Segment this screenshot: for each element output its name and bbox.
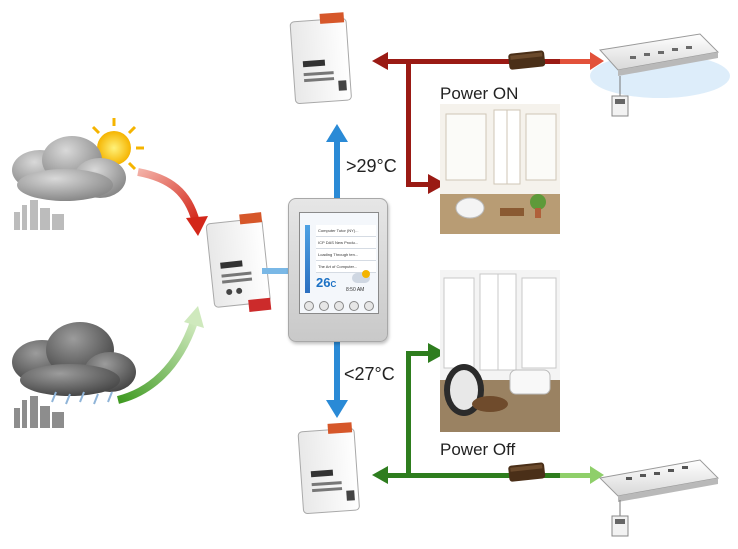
circle-icon (304, 301, 314, 311)
panel-temperature: 26C (316, 275, 337, 290)
weather-icon (352, 273, 370, 283)
rain-to-module-arrow (116, 320, 198, 404)
touch-panel-screen: Computer Tutor (NY)... ICP DAS New Produ… (299, 212, 379, 314)
panel-icon-row (304, 301, 374, 311)
factory-icon (14, 200, 64, 230)
down-arrow (326, 340, 348, 418)
circle-icon (334, 301, 344, 311)
air-conditioner-icon (598, 459, 720, 502)
panel-menu-item: The Art of Computer... (316, 261, 376, 273)
rain-cloud-icon (12, 322, 136, 405)
temp-low-label: <27°C (344, 364, 395, 384)
panel-time: 8:50 AM (346, 287, 365, 293)
power-on-path (372, 52, 604, 194)
sun-cloud-icon (12, 118, 144, 201)
room-photo-off (440, 270, 560, 432)
arrow-head (186, 216, 208, 236)
circle-icon (349, 301, 359, 311)
power-on-label: Power ON (440, 84, 519, 103)
up-arrow (326, 124, 348, 198)
temp-high-label: >29°C (346, 156, 397, 176)
panel-menu-item: ICP DAS New Produ... (316, 237, 376, 249)
touch-panel-icon: Computer Tutor (NY)... ICP DAS New Produ… (288, 198, 388, 342)
io-module-icon (205, 212, 272, 312)
air-conditioner-icon (590, 33, 730, 98)
module-panel-link (262, 268, 292, 274)
relay-icon (508, 462, 546, 482)
io-module-icon (289, 12, 352, 105)
panel-menu-item: Computer Tutor (NY)... (316, 225, 376, 237)
circle-icon (364, 301, 374, 311)
sun-icon (362, 270, 370, 278)
circle-icon (319, 301, 329, 311)
factory-icon (14, 396, 64, 428)
thermostat-icon (611, 76, 629, 117)
room-photo-on (440, 104, 560, 234)
temperature-bar (305, 225, 310, 293)
panel-menu-item: Loading Through ten... (316, 249, 376, 261)
relay-icon (508, 50, 546, 70)
sun-to-module-arrow (137, 168, 200, 224)
power-off-path (372, 343, 604, 484)
io-module-icon (297, 422, 360, 515)
power-off-label: Power Off (440, 440, 516, 459)
arrow-head (184, 306, 204, 328)
thermostat-icon (611, 500, 629, 537)
